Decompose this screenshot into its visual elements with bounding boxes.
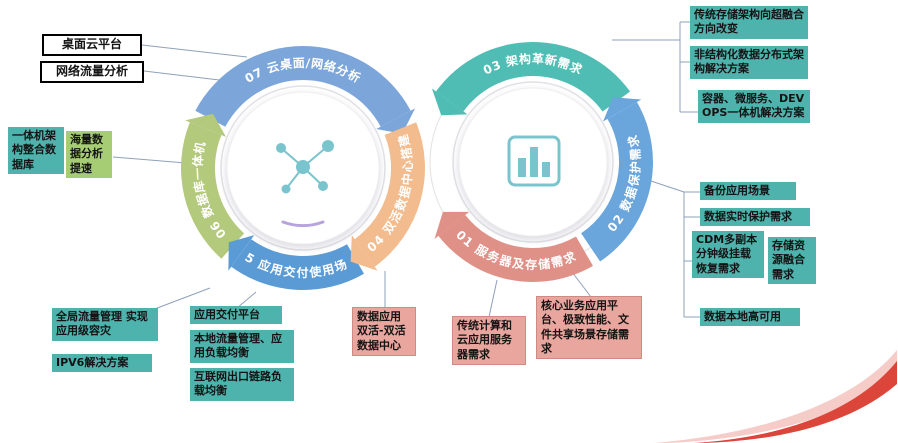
segment-07-cloud-desktop-network: 07 云桌面/网络分析 [195,46,416,134]
callout-internet-link-load-balancing: 互联网出口链路负载均衡 [190,368,294,401]
bar-chart-icon [507,135,561,187]
callout-global-traffic-management: 全局流量管理 实现应用级容灾 [52,308,158,341]
segment-03-architecture-innovation: 03 架构革新需求 [431,42,631,116]
connector-line [112,156,187,164]
right-hub-ring [452,81,614,243]
red-swoosh-accent [655,350,897,443]
segment-arrow-icon [603,97,642,122]
segment-06-database-appliance: 06 数据库一体机 [181,113,245,259]
connector-line [236,291,257,309]
network-nodes-icon [276,140,334,194]
segment-band [231,239,364,291]
connector-lines [112,21,700,318]
segment-01-server-storage: 01 服务器及存储需求 [434,211,593,283]
callout-core-business-storage-demand: 核心业务应用平台、极致性能、文件共享场景存储需求 [536,296,642,360]
callout-app-delivery-platform: 应用交付平台 [190,306,282,325]
segment-band [435,42,631,112]
segment-band [195,46,411,127]
callout-local-high-availability: 数据本地高可用 [700,308,800,327]
segment-band [581,102,653,262]
segment-band [354,122,425,267]
segment-arrow-icon [350,235,378,271]
connector-line [488,279,498,318]
callout-realtime-data-protection: 数据实时保护需求 [700,208,810,227]
segment-arrow-icon [228,235,255,271]
callout-dual-active-datacenter: 数据应用双活-双活数据中心 [352,307,416,356]
callout-ipv6-solution: IPV6解决方案 [52,354,152,373]
callout-backup-scenarios: 备份应用场景 [700,182,796,201]
callout-local-traffic-load-balancing: 本地流量管理、应用负载均衡 [190,330,294,363]
callout-unstructured-distributed-architecture: 非结构化数据分布式架构解决方案 [690,46,808,79]
segment-band [181,122,245,259]
callout-storage-hyperconverged-shift: 传统存储架构向超融合方向改变 [690,6,808,39]
segment-arrow-icon [431,88,468,116]
segment-band [438,214,593,283]
callout-network-traffic-analysis: 网络流量分析 [40,61,144,83]
purple-accent-arc [281,220,325,227]
callout-storage-resource-pooling: 存储资源融合需求 [768,237,816,284]
connector-line [141,44,248,58]
callout-appliance-architecture-database: 一体机架构整合数据库 [8,127,64,174]
callout-mass-data-analysis-speedup: 海量数据分析提速 [66,131,112,178]
callout-traditional-cloud-server-demand: 传统计算和云应用服务器需求 [452,316,526,365]
segment-arrow-icon [434,211,470,239]
segment-arrow-icon [185,113,226,137]
left-hub-ring [220,85,386,251]
connector-line [647,179,685,193]
connector-line [151,287,211,311]
segment-02-data-protection: 02 数据保护需求 [581,97,653,262]
callout-container-microservice-devops: 容器、微服务、DEVOPS一体机解决方案 [698,90,810,123]
callout-desktop-cloud-platform: 桌面云平台 [42,34,142,56]
callout-cdm-copy-recovery: CDM多副本分钟级挂载恢复需求 [692,231,764,278]
